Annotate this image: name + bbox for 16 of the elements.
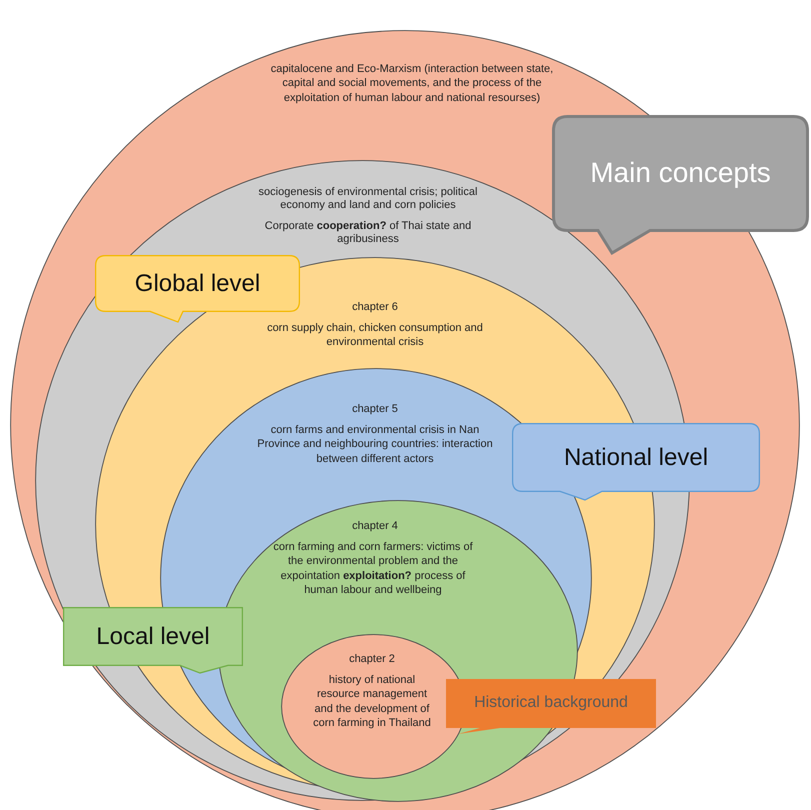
level-label: National level (562, 442, 710, 473)
description-text: corn supply chain, chicken consumption and environmental crisis (266, 321, 484, 350)
level-label: Historical background (473, 693, 629, 714)
description-text: capitalocene and Eco-Marxism (interaction between state, capital and social movements, and the process of the exploitation of human labour and national resourses) (270, 62, 554, 105)
chapter-heading: sociogenesis of environmental crisis; political economy and land and corn policies (258, 186, 478, 212)
chapter-heading: chapter 5 (351, 402, 399, 416)
chapter-heading: chapter 4 (351, 519, 399, 534)
level-label: Main concepts (589, 156, 772, 190)
level-label: Local level (95, 622, 211, 652)
chapter-heading: chapter 6 (351, 300, 399, 314)
description-text: history of national resource management and the development of corn farming in Thailand (312, 673, 432, 730)
level-label: Global level (134, 268, 262, 299)
description-text: Corporate cooperation? of Thai state and agribusiness (264, 220, 472, 246)
description-text: corn farming and corn farmers: victims of the environmental problem and the expointation exploitation? process of human labour and wellbeing (273, 540, 473, 598)
description-text: corn farms and environmental crisis in Nan Province and neighbouring countries: interaction between different actors (256, 423, 494, 466)
chapter-heading: chapter 2 (348, 652, 396, 666)
